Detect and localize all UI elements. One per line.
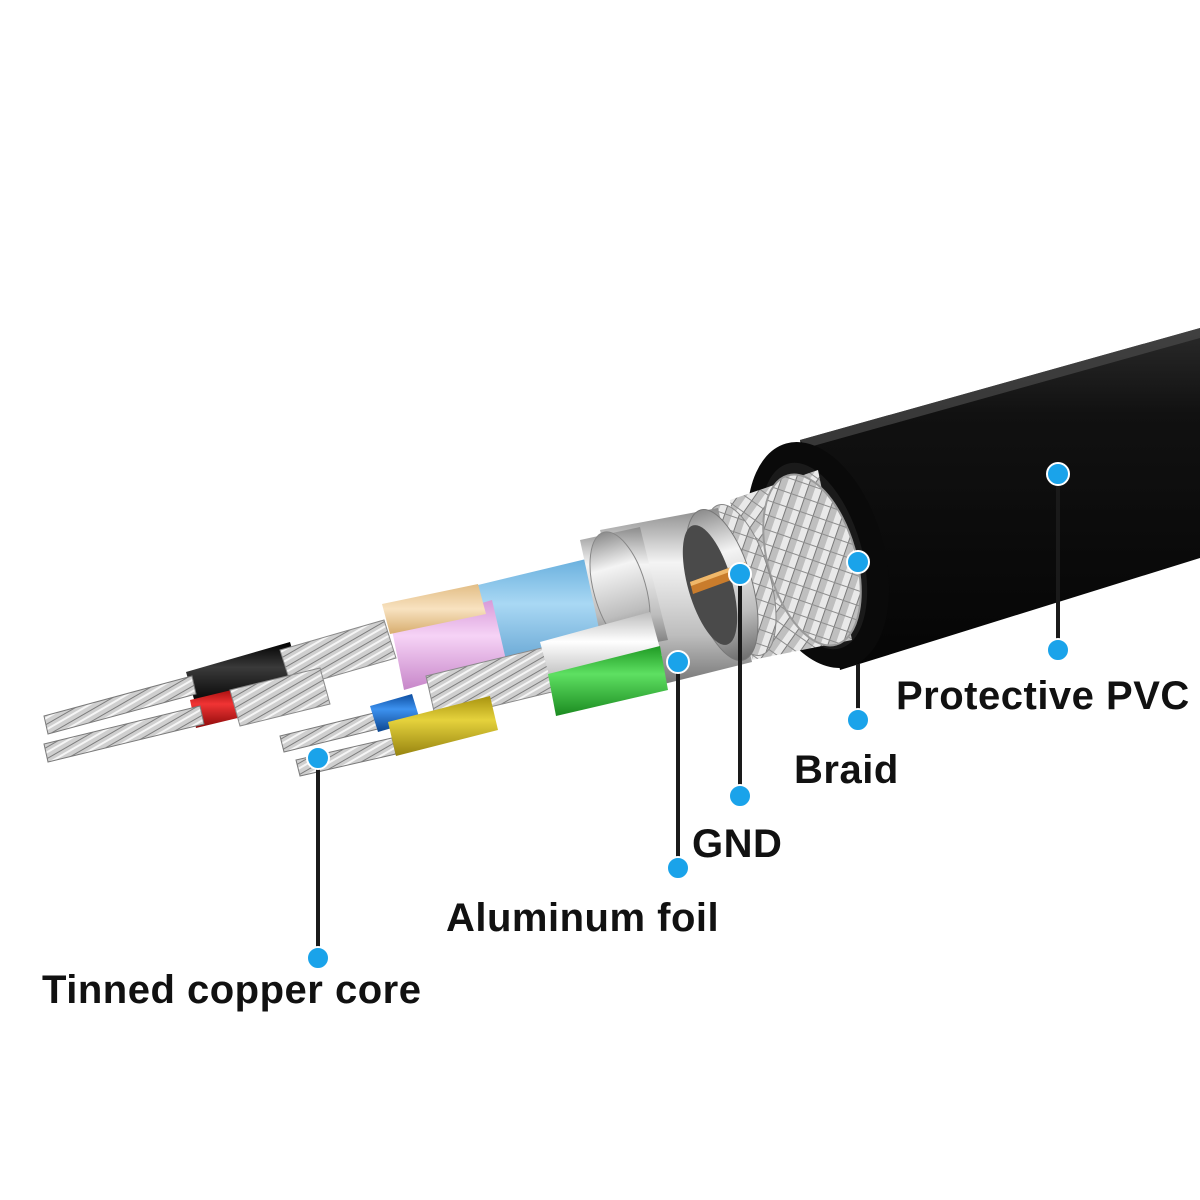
- pointer-dot-gnd-bottom: [728, 784, 752, 808]
- green-wire: [548, 646, 668, 716]
- pointer-dot-braid-bottom: [846, 708, 870, 732]
- pointer-dot-copper-top: [306, 746, 330, 770]
- black-wire: [186, 642, 300, 706]
- pointer-dot-foil-top: [666, 650, 690, 674]
- yellow-wire: [388, 696, 498, 756]
- pointer-dot-pvc-top: [1046, 462, 1070, 486]
- pointer-dots: [306, 462, 1070, 970]
- label-gnd: GND: [692, 822, 783, 866]
- tan-wire: [382, 584, 486, 634]
- white-wire: [540, 612, 662, 686]
- label-aluminum-foil: Aluminum foil: [446, 896, 720, 940]
- pointer-dot-copper-bottom: [306, 946, 330, 970]
- label-protective-pvc: Protective PVC: [896, 674, 1190, 718]
- pointer-dot-braid-top: [846, 550, 870, 574]
- label-braid: Braid: [794, 748, 899, 792]
- label-tinned-copper-core: Tinned copper core: [42, 968, 422, 1012]
- pointer-dot-foil-bottom: [666, 856, 690, 880]
- stranded-conductors: [43, 619, 561, 777]
- pointer-dot-gnd-top: [728, 562, 752, 586]
- pointer-dot-pvc-bottom: [1046, 638, 1070, 662]
